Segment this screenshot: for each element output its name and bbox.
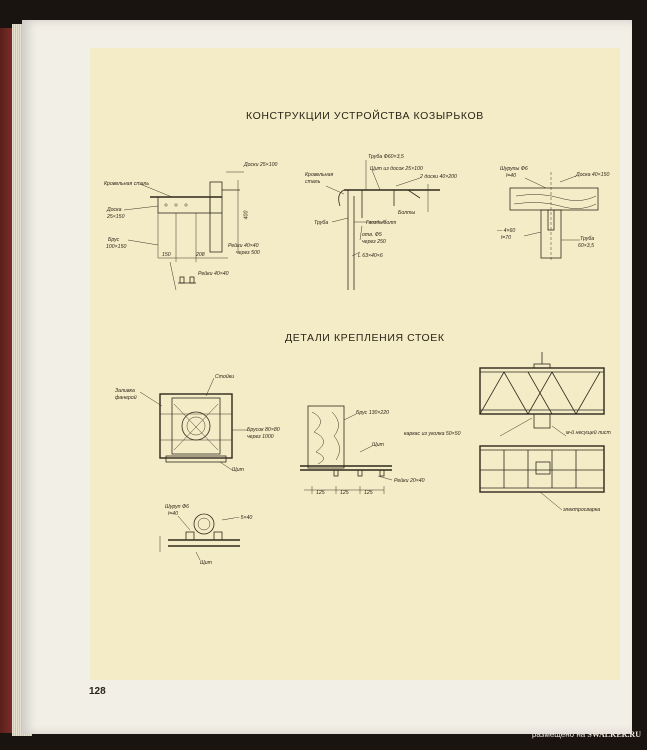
label-hole-pitch: через 250 [362, 239, 386, 245]
label-beam-size: 100×150 [106, 244, 127, 250]
label-strip-len: l=70 [501, 235, 511, 241]
label-hole: отв. Ф5 [362, 232, 382, 238]
label-shield-5: Щит [372, 442, 384, 448]
label-beam-5: Брус 130×220 [356, 410, 390, 416]
label-beams-pitch: через 1000 [247, 434, 274, 440]
label-struts: Стойки [215, 374, 235, 380]
watermark-site: SWALKER.RU [587, 730, 641, 739]
label-beams: Брусок 80×80 [247, 427, 280, 433]
fig4-drawing [139, 377, 248, 471]
label-shield: Щит из досок 25×100 [370, 166, 423, 172]
label-fill-2: фанерой [115, 395, 137, 401]
watermark: размещено на SWALKER.RU [532, 730, 641, 739]
label-strip-7: — 5×40 [234, 515, 253, 521]
label-mesh: м-й несущей лист [566, 430, 611, 436]
label-bolt-nut: Гвоздь/болт [366, 220, 397, 226]
label-bolts: Болты [398, 210, 416, 216]
label-screw-7: Шуруп Ф6 [165, 504, 189, 510]
label-board-3: Доска 40×150 [576, 172, 610, 178]
label-weld: электросварка [563, 507, 601, 513]
label-roof-steel: Кровельная сталь [104, 181, 150, 187]
label-boards: Доски 25×100 [244, 162, 278, 168]
label-slats: Рейки 40×40 [228, 243, 259, 249]
dim-400: 400 [243, 210, 250, 220]
dim-150: 150 [162, 252, 171, 258]
label-frame: каркас из уголка 50×50 [404, 431, 461, 437]
label-shield-7: Щит [200, 560, 212, 566]
label-board-size: 25×150 [107, 214, 125, 220]
dim-125-b: 125 [340, 490, 349, 496]
fig3-drawing [509, 172, 599, 262]
label-screws: Шурупы Ф6 [500, 166, 528, 172]
label-roof-steel-2: Кровельная [305, 172, 334, 178]
heading-canopies: КОНСТРУКЦИИ УСТРОЙСТВА КОЗЫРЬКОВ [246, 110, 484, 122]
dim-125-c: 125 [364, 490, 373, 496]
dim-125-a: 125 [316, 490, 325, 496]
label-shield-4: Щит [232, 467, 244, 473]
label-strip: — 4×60 [497, 228, 516, 234]
fig7-drawing [159, 513, 240, 561]
label-slats-pitch: через 500 [236, 250, 260, 256]
dim-208: 208 [196, 252, 205, 258]
fig6-drawing [479, 352, 605, 511]
label-slats2: Рейки 40×40 [198, 271, 229, 277]
page-number: 128 [89, 686, 106, 697]
label-two-boards: 2 доски 40×200 [420, 174, 457, 180]
fig5-drawing [300, 405, 393, 494]
label-beam: Брус [108, 237, 120, 243]
label-pipe: Труба [314, 220, 329, 226]
label-pipe-top: Труба Ф60×3,5 [368, 154, 404, 160]
label-slats-5: Рейки 20×40 [394, 478, 425, 484]
drawing-plate [90, 48, 620, 680]
label-roof-steel-2b: сталь [305, 179, 321, 185]
label-screw-len-7: l=40 [168, 511, 178, 517]
fig1-drawing [123, 171, 244, 291]
heading-post-fastening: ДЕТАЛИ КРЕПЛЕНИЯ СТОЕК [285, 332, 445, 344]
label-screws-len: l=40 [506, 173, 516, 179]
label-pipe-size: 60×3,5 [578, 243, 595, 249]
label-fill: Заливка [115, 388, 135, 394]
label-board: Доска [107, 207, 122, 213]
watermark-prefix: размещено на [531, 730, 588, 739]
fig2-drawing [325, 160, 440, 290]
label-pipe-3: Труба [580, 236, 595, 242]
label-angle: L 63×40×6 [358, 253, 383, 259]
